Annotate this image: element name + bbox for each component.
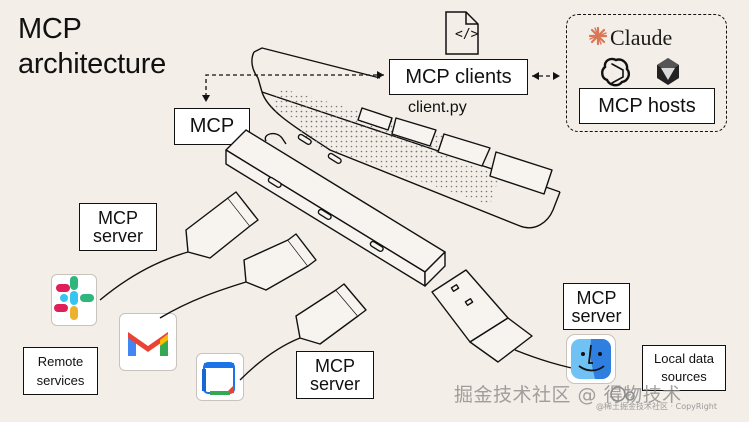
calendar-day-number: 31 [212,372,228,387]
title-line-2: architecture [18,48,166,80]
watermark-subtext: @稀土掘金技术社区 · CopyRight [596,402,717,411]
mcp-server-label-line2: server [309,374,360,394]
hub-port [317,208,332,221]
mcp-hub-label: MCP [189,115,235,137]
usba-body [469,317,533,363]
hub-top-face [225,129,446,273]
title-line-1: MCP [18,13,82,45]
usba-slot [464,298,474,306]
gmail-app-tile [119,313,177,371]
laptop-key [391,117,437,147]
mcp-hosts-box: MCP hosts [579,88,715,124]
laptop-key [357,107,393,131]
cable-3 [239,337,301,381]
mcp-server-label-line2: server [571,305,622,326]
mcp-server-box: MCP server [296,351,374,399]
remote-services-box: Remote services [23,347,98,395]
hub-end-face [424,251,446,287]
page-title: MCP architecture [18,12,166,82]
mcp-server-label-line1: MCP [97,208,138,228]
arrowhead-right [377,71,384,79]
speaker-grille-lower [300,110,500,205]
usbc-tip-3 [335,283,367,317]
usbc-tip-2 [287,233,317,267]
usbc-plug-1 [185,197,251,259]
laptop-lid-edge [253,47,381,79]
hub-cable-stub [264,132,287,145]
mcp-server-label-line1: MCP [576,287,617,308]
mcp-hub-box: MCP [174,108,250,145]
finder-app-tile [566,334,616,384]
mcp-hosts-label: MCP hosts [598,94,696,117]
usb-hub [225,129,446,287]
mcp-server-label-line1: MCP [314,356,355,376]
mcp-clients-box: MCP clients [389,59,528,95]
laptop-key [437,133,491,167]
mcp-server-label-line2: server [92,226,143,246]
arrowhead-down [202,95,210,102]
hub-side-face [225,149,426,287]
claude-logo-text: Claude [610,25,673,50]
hub-port [369,240,384,253]
remote-services-line2: services [36,373,85,388]
laptop-key [489,151,553,195]
file-code-icon-glyph: </> [455,27,479,42]
local-data-line2: sources [661,369,707,384]
client-file-name: client.py [408,99,467,116]
usba-slot [450,284,460,292]
mcp-server-box: MCP server [563,283,630,330]
slack-app-tile [51,274,97,326]
usba-metal [431,269,509,343]
hub-port [297,133,312,146]
cable-1 [99,251,189,301]
remote-services-line1: Remote [37,354,84,369]
mcp-hosts-group [566,14,727,132]
usbc-plug-3 [295,289,359,345]
clients-to-mcp-arrow [205,74,384,98]
arrowhead-right-2 [553,72,560,80]
local-data-sources-box: Local data sources [642,345,726,391]
hub-port [267,176,282,189]
arrowhead-left [532,72,539,80]
usbc-tip-1 [227,191,259,227]
local-data-line1: Local data [654,351,714,366]
mcp-clients-label: MCP clients [405,65,512,88]
usbc-plug-2 [243,239,309,291]
mcp-server-box: MCP server [79,203,157,251]
hub-port [327,152,342,165]
